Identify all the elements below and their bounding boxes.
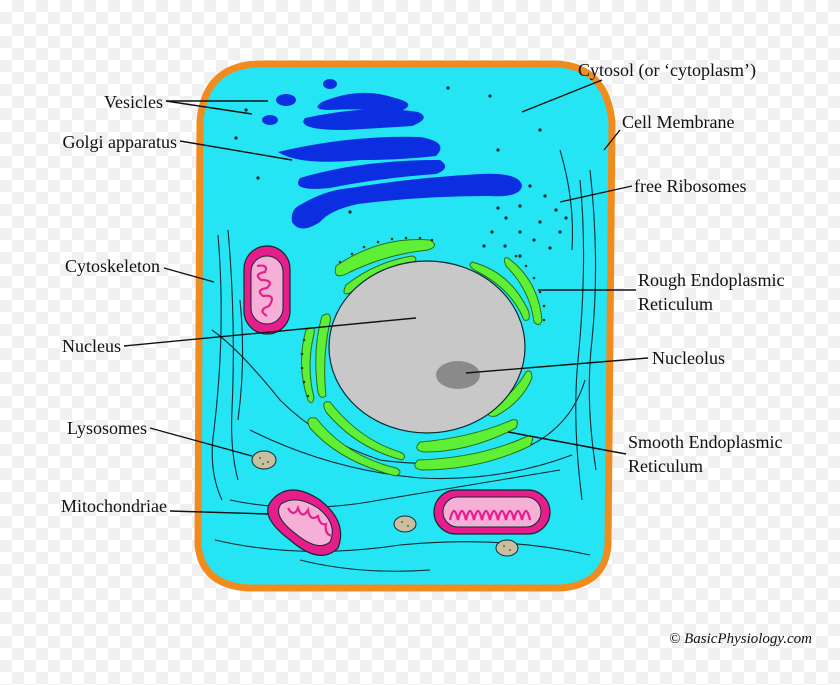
lysosomes (251, 450, 519, 557)
label-smooth-er-line1: Smooth Endoplasmic (628, 432, 783, 452)
golgi-apparatus (262, 79, 522, 229)
label-cytoskeleton: Cytoskeleton (65, 256, 160, 276)
label-free-ribosomes: free Ribosomes (634, 176, 746, 196)
labels: Vesicles Golgi apparatus Cytoskeleton Nu… (61, 60, 812, 647)
copyright-text: © BasicPhysiology.com (669, 631, 812, 647)
mitochondrion-bottom-left (267, 489, 342, 556)
label-lysosomes: Lysosomes (67, 418, 147, 438)
label-rough-er-line2: Reticulum (638, 294, 713, 314)
mitochondrion-right (433, 489, 551, 535)
mitochondrion-left (243, 245, 291, 335)
label-cell-membrane: Cell Membrane (622, 112, 734, 132)
rough-er-ribosomes (300, 236, 546, 398)
label-cytosol: Cytosol (or ‘cytoplasm’) (578, 60, 756, 81)
nucleolus (436, 361, 480, 389)
label-nucleus: Nucleus (62, 336, 121, 356)
free-ribosomes (482, 184, 568, 258)
leader-lines (123, 79, 649, 515)
label-rough-er-line1: Rough Endoplasmic (638, 270, 785, 290)
lysosome-dots (259, 457, 511, 551)
label-smooth-er-line2: Reticulum (628, 456, 703, 476)
label-golgi-apparatus: Golgi apparatus (63, 132, 177, 152)
cytoskeleton (211, 149, 597, 572)
nucleus (328, 260, 526, 434)
label-vesicles: Vesicles (104, 92, 163, 112)
cytosol-dots (234, 86, 542, 214)
label-mitochondriae: Mitochondriae (61, 496, 167, 516)
label-nucleolus: Nucleolus (652, 348, 725, 368)
